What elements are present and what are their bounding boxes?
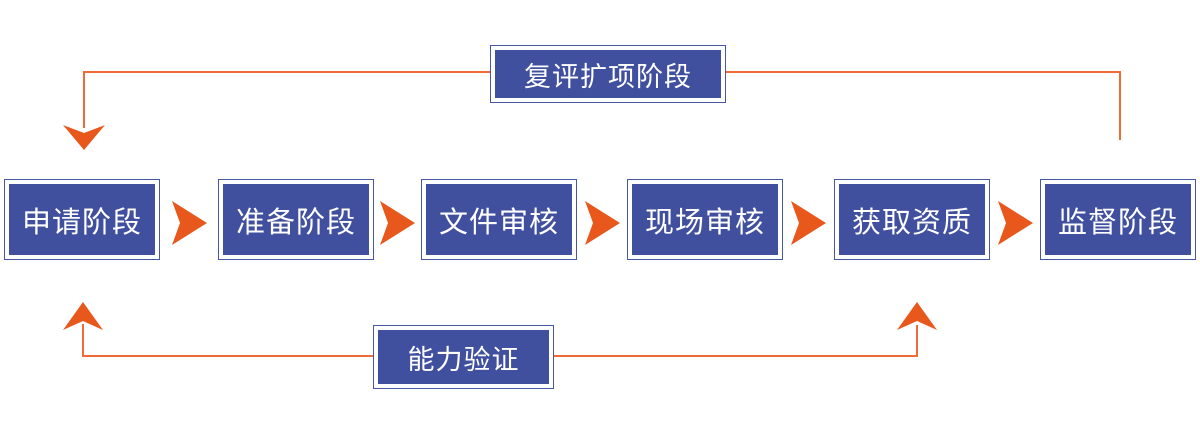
stage-box-application: 申请阶段 <box>4 179 160 260</box>
stage-label: 监督阶段 <box>1057 206 1178 239</box>
stage-label: 获取资质 <box>851 206 972 239</box>
stage-box-application-fill: 申请阶段 <box>9 184 155 255</box>
feedback-box-proficiency-testing-fill: 能力验证 <box>378 330 549 384</box>
chevron-right-icon-4 <box>791 201 826 245</box>
stage-box-supervision: 监督阶段 <box>1040 179 1196 260</box>
feedback-box-reassessment-fill: 复评扩项阶段 <box>495 50 721 98</box>
arrowhead-up-left-icon <box>63 302 103 330</box>
chevron-right-icon-1 <box>172 201 207 245</box>
stage-box-supervision-fill: 监督阶段 <box>1045 184 1191 255</box>
stage-box-obtain-qualification: 获取资质 <box>834 179 990 260</box>
stage-label: 申请阶段 <box>21 206 142 239</box>
arrowhead-down-icon <box>63 125 105 150</box>
feedback-box-proficiency-testing: 能力验证 <box>373 325 554 389</box>
chevron-right-icon-2 <box>380 201 415 245</box>
stage-box-onsite-review: 现场审核 <box>627 179 783 260</box>
stage-box-onsite-review-fill: 现场审核 <box>632 184 778 255</box>
stage-box-obtain-qualification-fill: 获取资质 <box>839 184 985 255</box>
stage-box-preparation: 准备阶段 <box>218 179 374 260</box>
feedback-label: 复评扩项阶段 <box>524 61 692 92</box>
feedback-box-reassessment: 复评扩项阶段 <box>490 45 726 103</box>
chevron-right-icon-5 <box>998 201 1033 245</box>
feedback-label: 能力验证 <box>407 344 520 375</box>
stage-label: 现场审核 <box>644 206 765 239</box>
stage-box-document-review: 文件审核 <box>421 179 577 260</box>
stage-label: 文件审核 <box>438 206 559 239</box>
arrowhead-up-right-icon <box>897 302 937 330</box>
stage-box-document-review-fill: 文件审核 <box>426 184 572 255</box>
chevron-right-icon-3 <box>585 201 620 245</box>
stage-box-preparation-fill: 准备阶段 <box>223 184 369 255</box>
stage-label: 准备阶段 <box>235 206 356 239</box>
